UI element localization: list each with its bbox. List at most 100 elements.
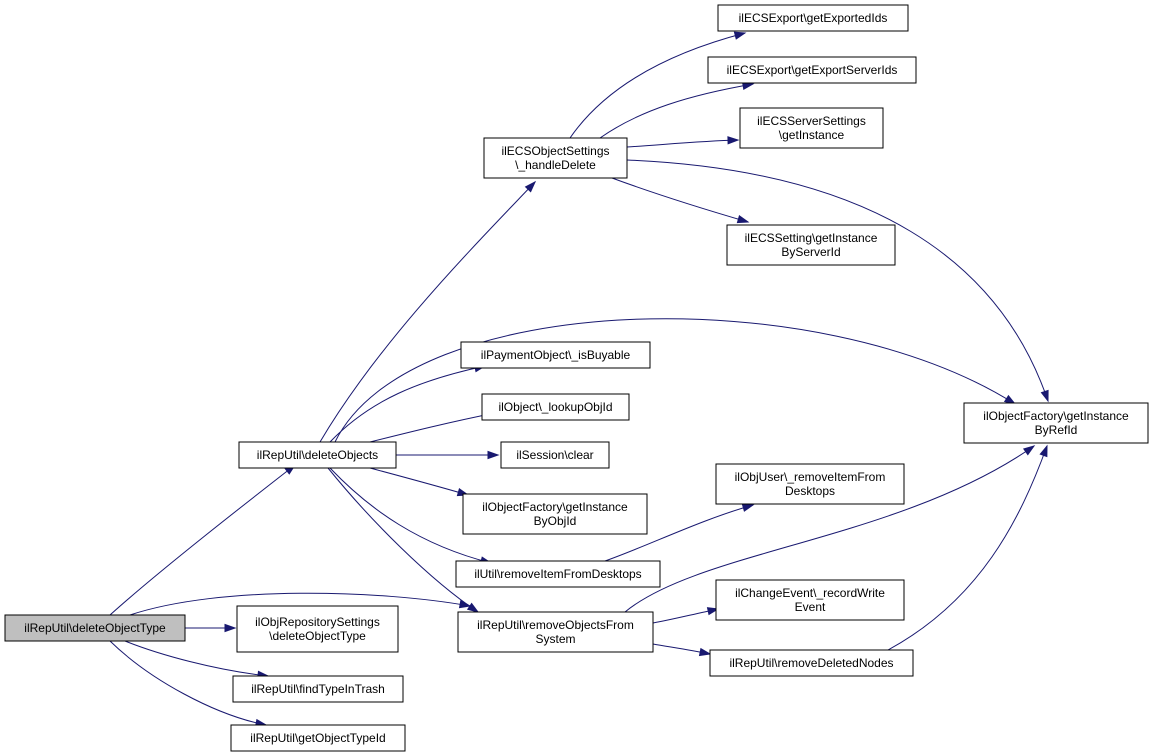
node-deleteObjectType[interactable]: ilRepUtil\deleteObjectType	[4, 614, 186, 642]
arrowhead-icon	[524, 180, 537, 193]
node-label: ilObjectFactory\getInstance	[482, 500, 628, 514]
node-label: ByObjId	[534, 514, 577, 528]
node-label: ilECSExport\getExportServerIds	[727, 63, 898, 77]
arrowhead-icon	[706, 607, 720, 616]
node-label: \_handleDelete	[515, 158, 596, 172]
node-box	[4, 614, 186, 642]
edge-ecsHandleDelete-to-getInstanceByServerId	[611, 177, 750, 224]
arrowhead-icon	[741, 503, 755, 512]
edge-line	[124, 640, 269, 677]
node-box	[232, 675, 404, 703]
node-getObjectTypeId[interactable]: ilRepUtil\getObjectTypeId	[230, 724, 406, 752]
node-label: ilChangeEvent\_recordWrite	[735, 586, 885, 600]
node-getExportServerIds[interactable]: ilECSExport\getExportServerIds	[707, 56, 917, 84]
node-label: ilObjectFactory\getInstance	[983, 409, 1129, 423]
edge-ecsHandleDelete-to-ecsServerGetInstance	[626, 136, 740, 148]
node-label: Desktops	[785, 484, 835, 498]
edge-ecsHandleDelete-to-getExportServerIds	[599, 81, 755, 139]
edge-ecsHandleDelete-to-getInstanceByRefId	[626, 159, 1049, 403]
edge-line	[319, 181, 536, 443]
node-label: \getInstance	[779, 128, 845, 142]
node-userRemoveItemFromDesktops[interactable]: ilObjUser\_removeItemFromDesktops	[715, 463, 905, 505]
node-label: ilObjUser\_removeItemFrom	[735, 470, 886, 484]
node-label: \deleteObjectType	[269, 629, 366, 643]
edge-deleteObjectType-to-repoSettingsDelete	[185, 623, 237, 633]
node-label: ilObject\_lookupObjId	[498, 400, 612, 414]
node-ecsHandleDelete[interactable]: ilECSObjectSettings\_handleDelete	[483, 137, 628, 179]
node-label: ilRepUtil\removeDeletedNodes	[729, 656, 893, 670]
arrowhead-icon	[458, 600, 472, 609]
node-box	[236, 605, 399, 653]
node-box	[500, 441, 610, 469]
edge-line	[369, 467, 469, 496]
edge-deleteObjects-to-sessionClear	[395, 450, 500, 460]
node-box	[457, 611, 654, 653]
edge-line	[334, 318, 1016, 443]
edge-removeObjectsFromSystem-to-removeDeletedNodes	[652, 643, 712, 657]
edge-line	[109, 640, 267, 726]
node-label: ilUtil\removeItemFromDesktops	[474, 567, 641, 581]
edge-line	[329, 467, 492, 564]
node-label: ilRepUtil\removeObjectsFrom	[477, 618, 634, 632]
edge-line	[109, 464, 296, 616]
node-box	[717, 4, 909, 32]
edge-deleteObjects-to-ecsHandleDelete	[319, 180, 537, 443]
node-removeItemFromDesktops[interactable]: ilUtil\removeItemFromDesktops	[455, 560, 661, 588]
edge-removeItemFromDesktops-to-userRemoveItemFromDesktops	[604, 503, 755, 562]
edge-line	[626, 159, 1049, 402]
arrowhead-icon	[1039, 444, 1048, 458]
edge-line	[569, 32, 746, 139]
edge-removeDeletedNodes-to-getInstanceByRefId	[887, 444, 1048, 651]
node-box	[483, 137, 628, 179]
node-label: ilECSSetting\getInstance	[745, 231, 878, 245]
node-sessionClear[interactable]: ilSession\clear	[500, 441, 610, 469]
node-label: ByRefId	[1035, 423, 1078, 437]
edge-deleteObjects-to-removeObjectsFromSystem	[327, 467, 480, 613]
node-box	[726, 224, 896, 266]
edge-deleteObjects-to-lookupObjId	[369, 410, 497, 443]
node-box	[739, 107, 884, 149]
edge-deleteObjectType-to-removeObjectsFromSystem	[129, 592, 472, 616]
node-label: ilECSExport\getExportedIds	[739, 11, 888, 25]
node-repoSettingsDelete[interactable]: ilObjRepositorySettings\deleteObjectType	[236, 605, 399, 653]
node-box	[238, 441, 397, 469]
node-getExportedIds[interactable]: ilECSExport\getExportedIds	[717, 4, 909, 32]
node-label: ilRepUtil\deleteObjectType	[24, 621, 166, 635]
arrowhead-icon	[1022, 445, 1036, 456]
edge-ecsHandleDelete-to-getExportedIds	[569, 31, 747, 139]
node-label: ByServerId	[781, 245, 840, 259]
edge-line	[329, 365, 486, 443]
node-findTypeInTrash[interactable]: ilRepUtil\findTypeInTrash	[232, 675, 404, 703]
edge-deleteObjectType-to-deleteObjects	[109, 464, 297, 616]
node-label: ilPaymentObject\_isBuyable	[481, 348, 631, 362]
node-deleteObjects[interactable]: ilRepUtil\deleteObjects	[238, 441, 397, 469]
node-box	[709, 649, 914, 677]
node-ecsServerGetInstance[interactable]: ilECSServerSettings\getInstance	[739, 107, 884, 149]
edge-line	[604, 504, 754, 562]
node-label: ilRepUtil\deleteObjects	[257, 448, 378, 462]
edge-line	[129, 592, 471, 616]
node-box	[707, 56, 917, 84]
edge-deleteObjects-to-getInstanceByRefId	[334, 318, 1017, 443]
node-isBuyable[interactable]: ilPaymentObject\_isBuyable	[460, 341, 651, 369]
arrowhead-icon	[698, 647, 712, 657]
edge-line	[327, 467, 479, 613]
edge-line	[611, 177, 749, 223]
arrowhead-icon	[466, 602, 480, 613]
node-label: ilObjRepositorySettings	[255, 615, 380, 629]
edge-line	[599, 83, 754, 139]
edge-removeObjectsFromSystem-to-getInstanceByRefId	[624, 445, 1036, 613]
node-removeDeletedNodes[interactable]: ilRepUtil\removeDeletedNodes	[709, 649, 914, 677]
node-label: ilECSObjectSettings	[501, 144, 609, 158]
node-box	[715, 579, 905, 621]
node-label: ilSession\clear	[516, 448, 593, 462]
arrowhead-icon	[1040, 389, 1049, 403]
arrowhead-icon	[733, 31, 747, 40]
node-lookupObjId[interactable]: ilObject\_lookupObjId	[481, 393, 630, 421]
